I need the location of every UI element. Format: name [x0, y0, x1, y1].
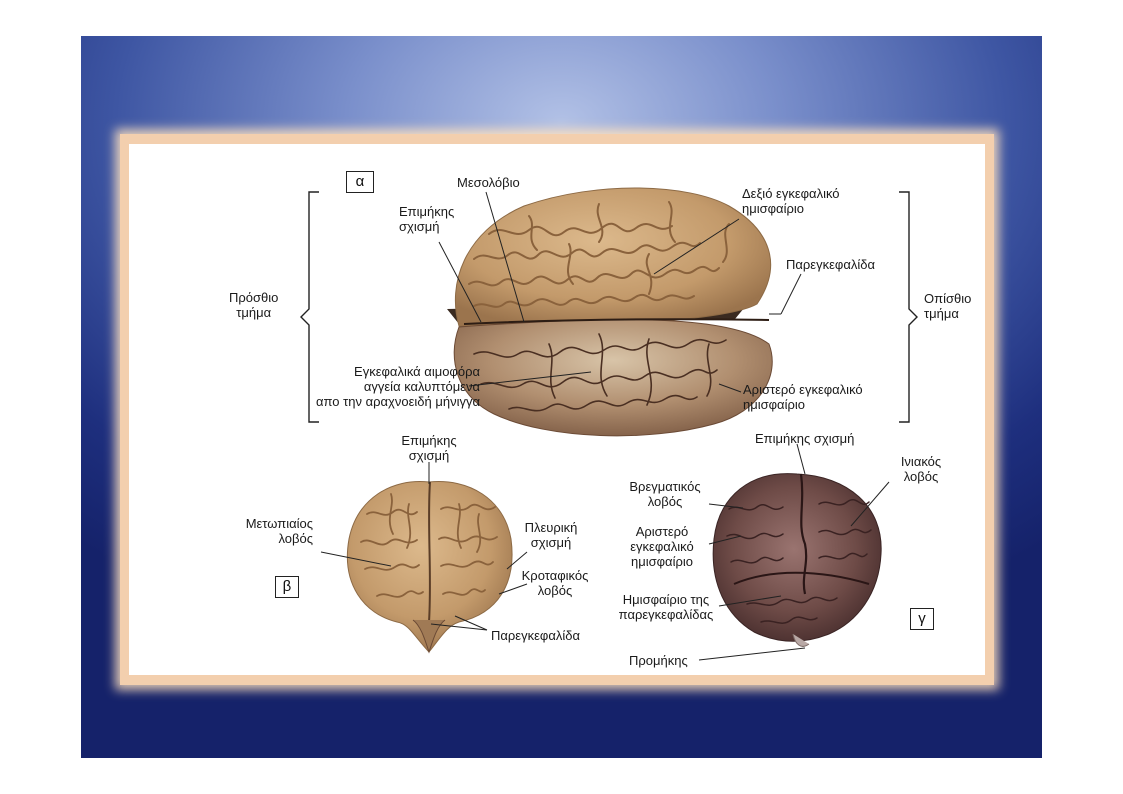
label-pleuriki-line2: σχισμή: [530, 535, 572, 550]
top-brain-fissure: [463, 318, 770, 325]
figure-panel: α β γ Μεσολόβιο Επιμήκης σχισμή Δεξιό εγ…: [129, 144, 985, 675]
label-paregk-hem-line1: Ημισφαίριο της: [622, 592, 710, 607]
label-epimikis-front: Επιμήκης σχισμή: [397, 433, 461, 463]
label-aristero-back-line1: Αριστερό: [635, 524, 689, 539]
label-aristero-top: Αριστερό εγκεφαλικό ημισφαίριο: [743, 382, 863, 412]
label-opisthio: Οπίσθιο τμήμα: [924, 291, 971, 321]
front-brain-gyri: [360, 493, 498, 598]
label-vessels-line1: Εγκεφαλικά αιμοφόρα: [354, 364, 480, 379]
label-iniakos-line2: λοβός: [903, 469, 939, 484]
label-aristero-top-line2: ημισφαίριο: [743, 397, 805, 412]
back-brain-shape: [712, 473, 882, 642]
label-opisthio-line1: Οπίσθιο: [924, 291, 972, 306]
label-prosthio-line1: Πρόσθιο: [229, 290, 279, 305]
label-pleuriki: Πλευρική σχισμή: [521, 520, 581, 550]
label-iniakos: Ινιακός λοβός: [891, 454, 951, 484]
back-brain-cerebellum-fold: [733, 571, 870, 585]
label-vregmatikos-line2: λοβός: [647, 494, 683, 509]
label-vessels-line3: απο την αραχνοειδή μήνιγγα: [316, 394, 480, 409]
slide-background: α β γ Μεσολόβιο Επιμήκης σχισμή Δεξιό εγ…: [81, 36, 1042, 758]
label-metopiaios-line2: λοβός: [278, 531, 313, 546]
front-brain-cerebellum: [412, 619, 446, 654]
tag-beta: β: [275, 576, 299, 598]
back-brain-medulla: [792, 633, 810, 647]
label-aristero-top-line1: Αριστερό εγκεφαλικό: [743, 382, 863, 397]
label-vregmatikos-line1: Βρεγματικός: [629, 479, 701, 494]
label-metopiaios: Μετωπιαίος λοβός: [231, 516, 313, 546]
label-vessels: Εγκεφαλικά αιμοφόρα αγγεία καλυπτόμενα α…: [315, 364, 480, 409]
brace-opisthio: [899, 191, 918, 423]
top-brain-gyri: [468, 201, 730, 308]
label-paregk-hem-line2: παρεγκεφαλίδας: [618, 607, 714, 622]
label-prosthio: Πρόσθιο τμήμα: [229, 290, 278, 320]
label-aristero-back-line3: ημισφαίριο: [631, 554, 693, 569]
label-dexio-hemisphere: Δεξιό εγκεφαλικό ημισφαίριο: [742, 186, 840, 216]
label-vessels-line2: αγγεία καλυπτόμενα: [363, 379, 480, 394]
brain-figure: [300, 187, 918, 661]
label-dexio-line1: Δεξιό εγκεφαλικό: [742, 186, 840, 201]
label-paregk-hemisphere: Ημισφαίριο της παρεγκεφαλίδας: [611, 592, 721, 622]
label-aristero-back-line2: εγκεφαλικό: [630, 539, 694, 554]
label-epimikis-back: Επιμήκης σχισμή: [755, 431, 855, 446]
label-epimikis-front-line2: σχισμή: [408, 448, 450, 463]
label-aristero-back: Αριστερό εγκεφαλικό ημισφαίριο: [619, 524, 705, 569]
label-krotafikos-line1: Κροταφικός: [521, 568, 589, 583]
back-brain: [712, 473, 882, 647]
label-mesolovio: Μεσολόβιο: [457, 175, 520, 190]
tag-gamma: γ: [910, 608, 934, 630]
label-krotafikos: Κροταφικός λοβός: [517, 568, 593, 598]
label-promikis: Προμήκης: [629, 653, 688, 668]
brace-prosthio: [300, 191, 319, 423]
label-epimikis-top: Επιμήκης σχισμή: [399, 204, 454, 234]
top-brain: [447, 187, 773, 437]
label-opisthio-line2: τμήμα: [924, 306, 959, 321]
label-dexio-line2: ημισφαίριο: [742, 201, 804, 216]
label-vregmatikos: Βρεγματικός λοβός: [621, 479, 709, 509]
back-brain-fissure: [799, 473, 808, 595]
label-epimikis-top-line2: σχισμή: [399, 219, 440, 234]
label-metopiaios-line1: Μετωπιαίος: [245, 516, 313, 531]
image-frame: α β γ Μεσολόβιο Επιμήκης σχισμή Δεξιό εγ…: [120, 134, 994, 685]
top-brain-lower-sulci: [473, 333, 727, 412]
tag-alpha: α: [346, 171, 374, 193]
label-epimikis-front-line1: Επιμήκης: [401, 433, 457, 448]
label-prosthio-line2: τμήμα: [236, 305, 272, 320]
label-iniakos-line1: Ινιακός: [900, 454, 942, 469]
label-paregkefalida-front: Παρεγκεφαλίδα: [491, 628, 580, 643]
label-pleuriki-line1: Πλευρική: [524, 520, 578, 535]
label-paregkefalida-top: Παρεγκεφαλίδα: [786, 257, 875, 272]
front-brain: [347, 481, 513, 654]
leader-lines: [320, 191, 890, 661]
label-krotafikos-line2: λοβός: [537, 583, 573, 598]
front-brain-fissure: [428, 481, 431, 623]
back-brain-gyri: [726, 499, 872, 624]
label-epimikis-top-line1: Επιμήκης: [399, 204, 455, 219]
top-brain-lower-hemisphere: [453, 319, 773, 437]
